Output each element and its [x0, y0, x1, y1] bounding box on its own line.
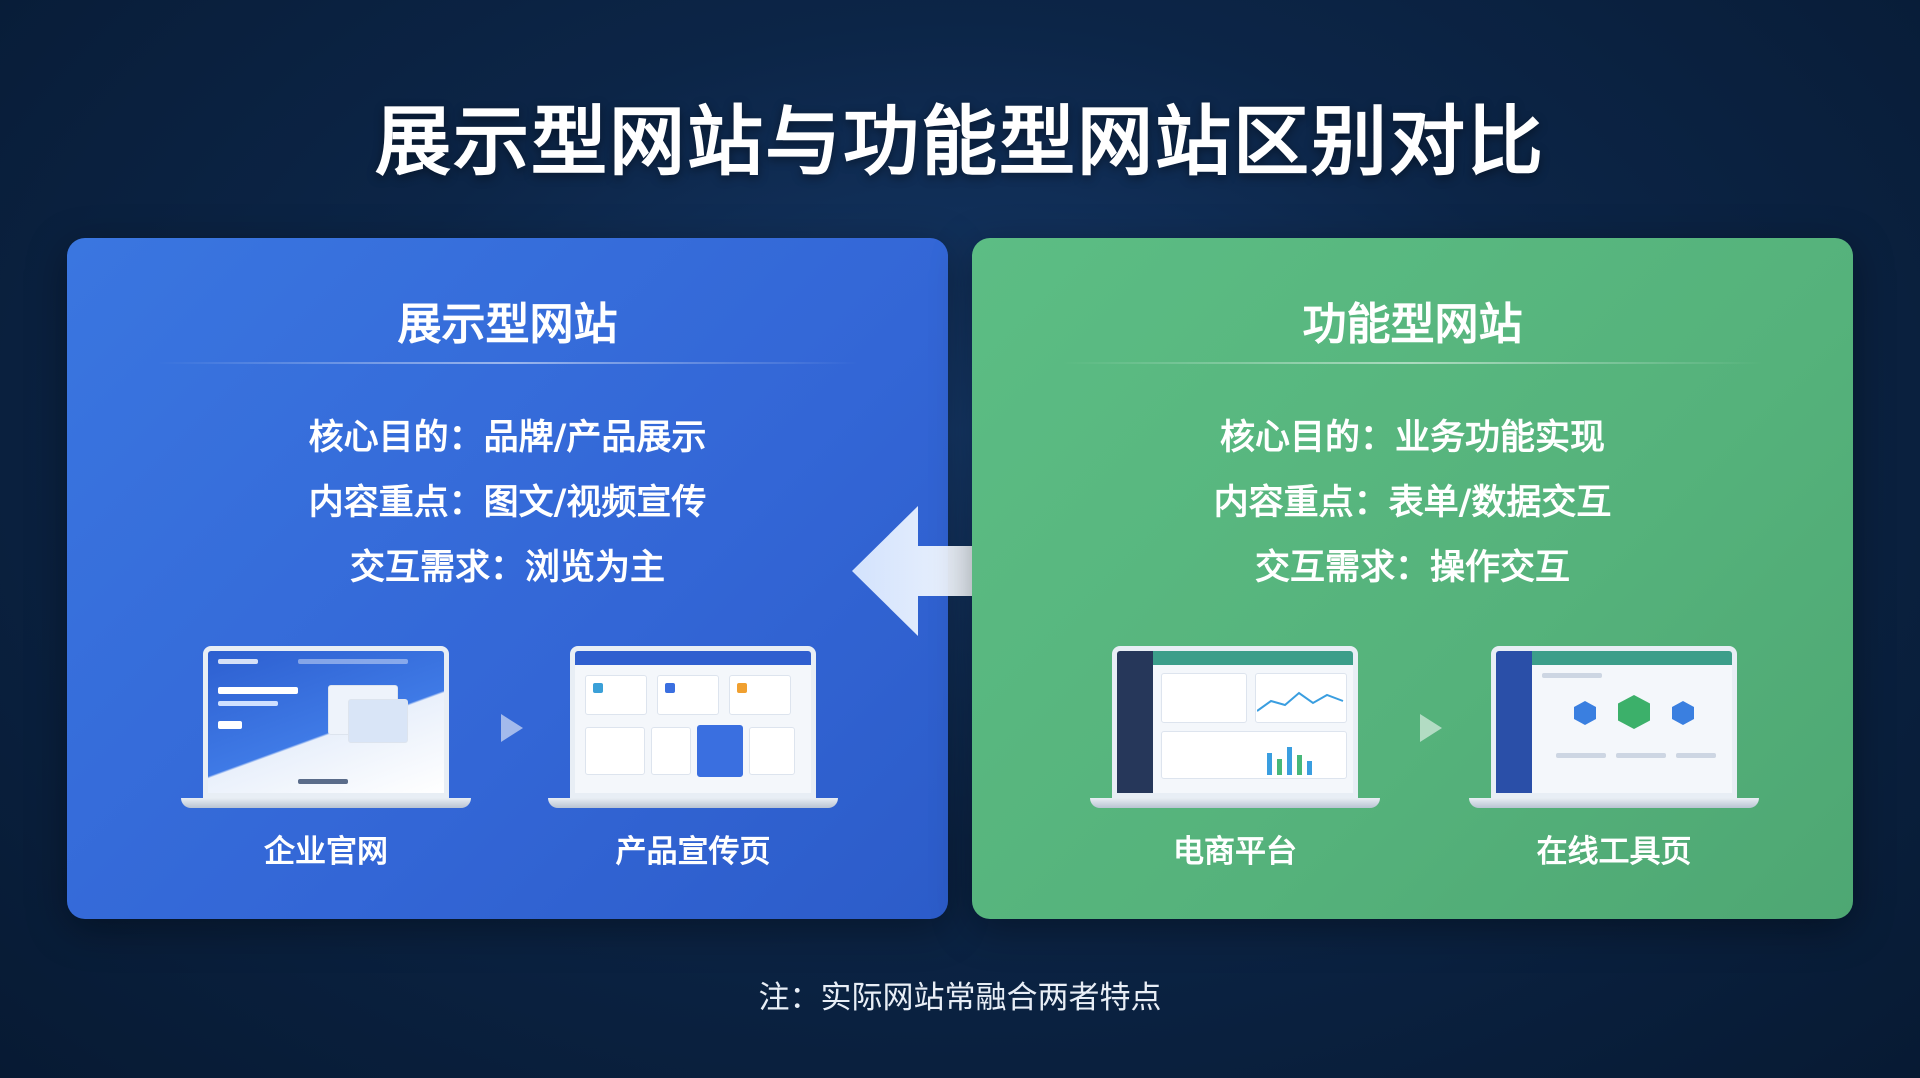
laptop-screen: [570, 646, 816, 798]
laptop-screen: [203, 646, 449, 798]
laptop-illustration: [548, 646, 838, 810]
example-label: 电商平台: [1173, 834, 1297, 870]
footnote: 注：实际网站常融合两者特点: [758, 980, 1162, 1016]
laptop-illustration: [1090, 646, 1380, 810]
laptop-illustration: [1469, 646, 1759, 810]
laptop-base: [548, 798, 838, 808]
laptop-illustration: [181, 646, 471, 810]
functional-website-panel: 功能型网站 核心目的：业务功能实现 内容重点：表单/数据交互 交互需求：操作交互…: [972, 238, 1853, 919]
laptop-screen: [1491, 646, 1737, 798]
feature-item: 核心目的：业务功能实现: [1219, 418, 1605, 458]
example-label: 企业官网: [264, 834, 388, 870]
showcase-website-panel: 展示型网站 核心目的：品牌/产品展示 内容重点：图文/视频宣传 交互需求：浏览为…: [67, 238, 948, 919]
laptop-screen: [1112, 646, 1358, 798]
example-label: 在线工具页: [1536, 834, 1692, 870]
panel-title: 展示型网站: [397, 299, 618, 350]
feature-item: 交互需求：浏览为主: [349, 548, 665, 588]
panel-title: 功能型网站: [1302, 299, 1523, 350]
feature-item: 核心目的：品牌/产品展示: [308, 418, 707, 458]
example-label: 产品宣传页: [615, 834, 771, 870]
feature-item: 内容重点：表单/数据交互: [1213, 483, 1612, 523]
feature-list: 核心目的：业务功能实现 内容重点：表单/数据交互 交互需求：操作交互: [972, 406, 1853, 601]
page-title: 展示型网站与功能型网站区别对比: [375, 97, 1545, 186]
laptop-base: [1090, 798, 1380, 808]
feature-item: 内容重点：图文/视频宣传: [308, 483, 707, 523]
divider: [1062, 362, 1763, 364]
laptop-base: [1469, 798, 1759, 808]
feature-item: 交互需求：操作交互: [1254, 548, 1570, 588]
laptop-base: [181, 798, 471, 808]
divider: [157, 362, 858, 364]
play-arrow-icon: [501, 714, 523, 742]
play-arrow-icon: [1420, 714, 1442, 742]
feature-list: 核心目的：品牌/产品展示 内容重点：图文/视频宣传 交互需求：浏览为主: [67, 406, 948, 601]
